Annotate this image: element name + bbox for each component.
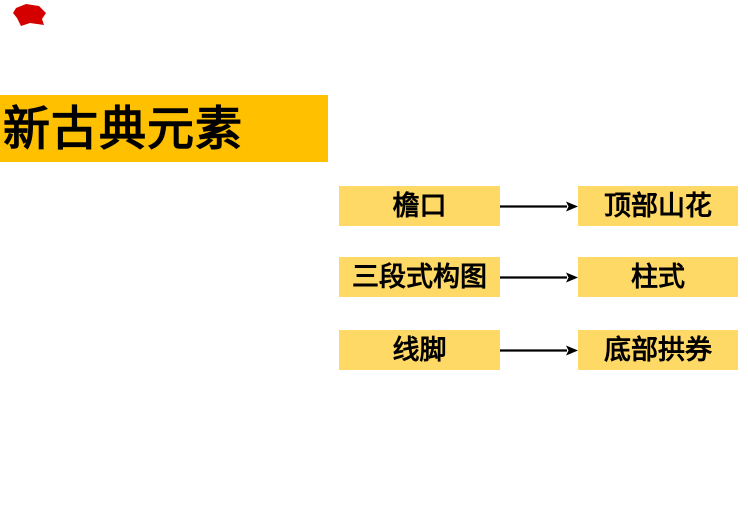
flow-box-label: 顶部山花	[604, 190, 712, 221]
flow-box-label: 檐口	[392, 190, 447, 221]
flow-box-label: 线脚	[392, 334, 447, 365]
slide-title: 新古典元素	[3, 102, 243, 155]
flow-row-1: 檐口 顶部山花	[339, 186, 738, 226]
flow-box-right: 柱式	[578, 257, 738, 297]
flow-box-left: 线脚	[339, 330, 500, 370]
title-banner: 新古典元素	[0, 95, 328, 162]
flow-box-label: 柱式	[631, 261, 685, 292]
flow-box-right: 底部拱券	[578, 330, 738, 370]
flow-row-2: 三段式构图 柱式	[339, 257, 738, 297]
flow-row-3: 线脚 底部拱券	[339, 330, 738, 370]
flow-box-left: 三段式构图	[339, 257, 500, 297]
flow-box-left: 檐口	[339, 186, 500, 226]
flow-box-label: 三段式构图	[352, 261, 487, 292]
arrow-right-icon	[500, 345, 578, 356]
arrow-right-icon	[500, 272, 578, 283]
flow-box-label: 底部拱券	[604, 334, 712, 365]
red-brush-mark-icon	[13, 4, 46, 26]
flow-box-right: 顶部山花	[578, 186, 738, 226]
arrow-right-icon	[500, 201, 578, 212]
